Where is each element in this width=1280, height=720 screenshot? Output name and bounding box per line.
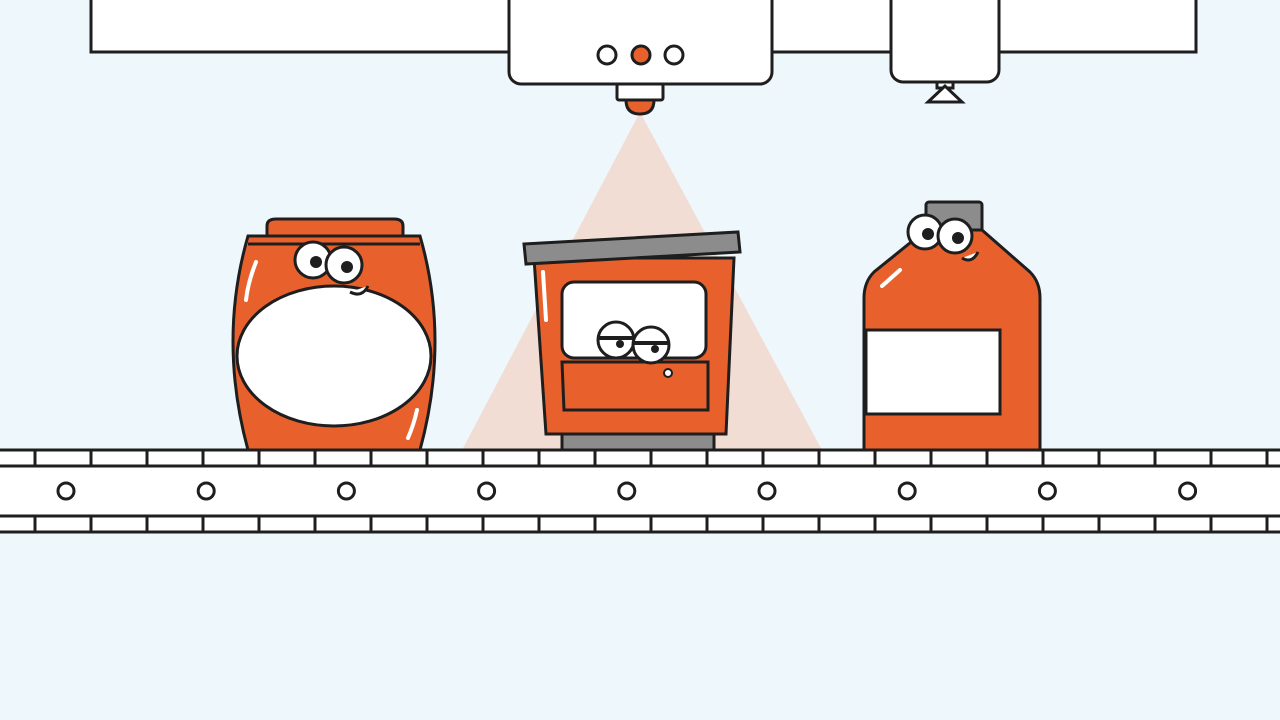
jar-lid (265, 217, 405, 238)
tub-base (560, 432, 716, 452)
dispenser-head (889, 0, 1001, 84)
conveyor-ticks (33, 450, 1269, 532)
jar-mouth (349, 285, 370, 296)
indicator-light-right (663, 44, 685, 66)
jar-shine (244, 260, 258, 302)
conveyor-rollers (56, 481, 1198, 501)
jar-pupil-right (341, 261, 353, 273)
conveyor-track-bottom (0, 514, 1280, 534)
jar-shine-lower (406, 408, 419, 440)
bottle-mouth (961, 251, 980, 262)
scanner-head (507, 0, 774, 86)
jar-label (235, 284, 433, 428)
conveyor-roller (897, 481, 917, 501)
conveyor-body (0, 464, 1280, 518)
scanner-lens (624, 98, 656, 116)
conveyor-roller (757, 481, 777, 501)
conveyor-roller (1178, 481, 1198, 501)
jar-pupil-left (310, 256, 322, 268)
bottle-pupil-right (952, 232, 964, 244)
conveyor-track-top (0, 448, 1280, 468)
bottle-face (906, 213, 980, 262)
bottle-shine (880, 268, 902, 288)
tub-pupil-right (651, 345, 659, 353)
jar-character (231, 217, 437, 452)
tub-mouth (663, 368, 673, 378)
indicator-light-left (596, 44, 618, 66)
conveyor-roller (196, 481, 216, 501)
conveyor-belt (0, 448, 1280, 534)
tub-shine (541, 270, 548, 322)
jar-face (293, 240, 370, 296)
conveyor-roller (1037, 481, 1057, 501)
scanner-nozzle (615, 82, 665, 102)
tub-character (522, 230, 742, 452)
conveyor-roller (56, 481, 76, 501)
conveyor-roller (477, 481, 497, 501)
conveyor-roller (336, 481, 356, 501)
bottle-pupil-left (922, 228, 934, 240)
tub-face (596, 320, 673, 378)
tub-pupil-left (616, 340, 624, 348)
tub-lid (522, 230, 742, 266)
indicator-light-center (630, 44, 652, 66)
overhead-machine (89, 0, 1198, 116)
indicator-lights (596, 44, 685, 66)
bottle-character (862, 200, 1042, 452)
conveyor-roller (617, 481, 637, 501)
dispenser-nozzle (924, 83, 966, 104)
bottle-label (864, 328, 1002, 416)
